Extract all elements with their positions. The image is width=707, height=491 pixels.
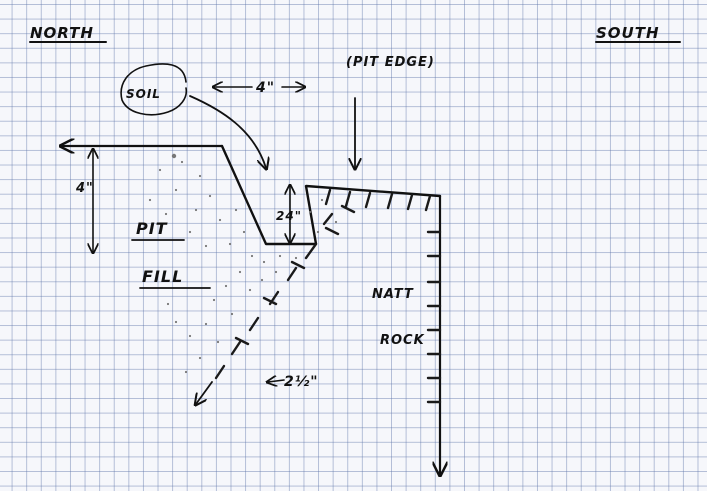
soil-offset-label: 4" [255,80,275,96]
pit-label: PIT [136,219,168,238]
slope-arrow [196,381,213,404]
north-label: NORTH [30,24,94,42]
fill-label: FILL [142,267,183,286]
rock-label: ROCK [380,333,425,348]
pit-fill-stipple [148,153,338,374]
south-label: SOUTH [596,24,660,42]
slope-cross-ticks [234,204,356,346]
pit-edge-label: (PIT EDGE) [346,55,435,70]
soil-pointer-arrow [189,95,266,168]
soil-depth-label: 4" [75,181,94,196]
slope-spacing-pointer [268,380,285,382]
natural-label: NATT [372,287,414,302]
step-height-label: 24" [276,209,302,223]
soil-bubble [120,63,188,116]
slope-dash-line [214,212,334,380]
slope-spacing-label: 2½" [284,374,319,390]
soil-label: SOIL [126,87,161,101]
rock-hatching [324,188,442,404]
